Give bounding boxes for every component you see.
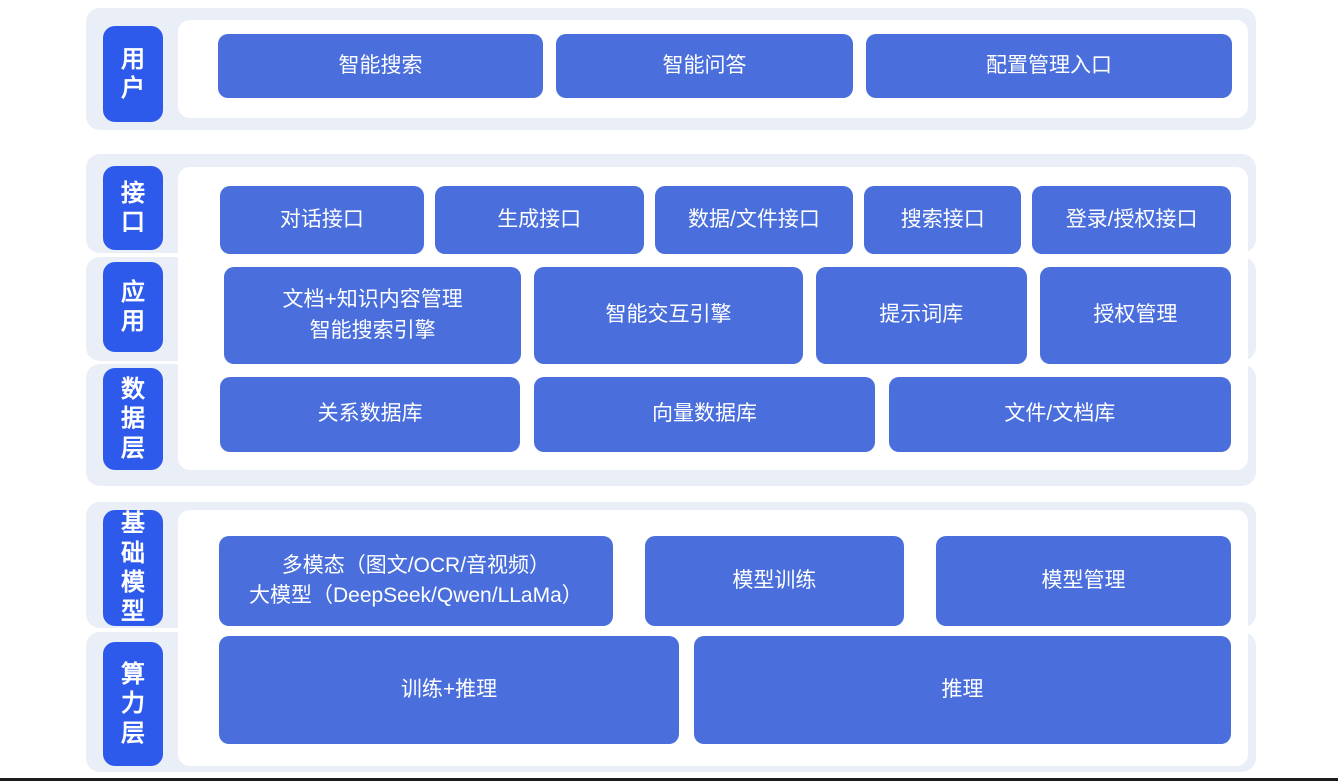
node-smart-search: 智能搜索 bbox=[218, 34, 543, 98]
node-prompt-library: 提示词库 bbox=[815, 267, 1027, 364]
layer-tab-user-label: 用户 bbox=[121, 45, 145, 102]
row-foundation-model-layer: 多模态（图文/OCR/音视频） 大模型（DeepSeek/Qwen/LLaMa）… bbox=[219, 536, 1231, 626]
node-config-management-entry: 配置管理入口 bbox=[866, 34, 1232, 98]
node-doc-knowledge-search-engine: 文档+知识内容管理 智能搜索引擎 bbox=[224, 267, 522, 364]
node-auth-management: 授权管理 bbox=[1039, 267, 1232, 364]
node-multimodal-llm-line1: 多模态（图文/OCR/音视频） bbox=[281, 553, 551, 577]
row-compute-layer: 训练+推理 推理 bbox=[219, 636, 1231, 744]
layer-tab-application: 应用 bbox=[103, 262, 163, 352]
bottom-divider-line bbox=[0, 778, 1338, 781]
node-data-file-api: 数据/文件接口 bbox=[654, 186, 854, 254]
node-model-management: 模型管理 bbox=[935, 536, 1231, 626]
node-search-api: 搜索接口 bbox=[864, 186, 1022, 254]
layer-tab-application-label: 应用 bbox=[121, 278, 145, 335]
layer-tab-compute: 算力层 bbox=[103, 642, 163, 766]
node-multimodal-llm: 多模态（图文/OCR/音视频） 大模型（DeepSeek/Qwen/LLaMa） bbox=[219, 536, 613, 626]
layer-tab-data: 数据层 bbox=[103, 368, 163, 470]
node-inference: 推理 bbox=[694, 636, 1231, 744]
node-generation-api: 生成接口 bbox=[434, 186, 644, 254]
layer-tab-interface: 接口 bbox=[103, 166, 163, 250]
layer-tab-data-label: 数据层 bbox=[121, 376, 145, 462]
node-login-auth-api: 登录/授权接口 bbox=[1032, 186, 1232, 254]
row-data-layer: 关系数据库 向量数据库 文件/文档库 bbox=[220, 377, 1231, 452]
row-application-layer: 文档+知识内容管理 智能搜索引擎 智能交互引擎 提示词库 授权管理 bbox=[224, 267, 1232, 364]
layer-tab-foundation-model: 基础模型 bbox=[103, 510, 163, 626]
node-multimodal-llm-line2: 大模型（DeepSeek/Qwen/LLaMa） bbox=[248, 584, 583, 607]
node-doc-knowledge-line2: 智能搜索引擎 bbox=[309, 318, 436, 342]
layer-tab-interface-label: 接口 bbox=[121, 179, 145, 236]
layer-tab-foundation-model-label: 基础模型 bbox=[121, 510, 145, 626]
node-model-training: 模型训练 bbox=[644, 536, 904, 626]
node-interaction-engine: 智能交互引擎 bbox=[534, 267, 803, 364]
node-vector-database: 向量数据库 bbox=[534, 377, 875, 452]
row-user-layer: 智能搜索 智能问答 配置管理入口 bbox=[218, 34, 1232, 98]
node-smart-qa: 智能问答 bbox=[556, 34, 853, 98]
node-doc-knowledge-line1: 文档+知识内容管理 bbox=[282, 288, 463, 312]
node-relational-database: 关系数据库 bbox=[220, 377, 521, 452]
node-dialog-api: 对话接口 bbox=[220, 186, 424, 254]
layer-tab-compute-label: 算力层 bbox=[121, 661, 145, 747]
layer-tab-user: 用户 bbox=[103, 26, 163, 122]
node-training-plus-inference: 训练+推理 bbox=[219, 636, 679, 744]
row-interface-layer: 对话接口 生成接口 数据/文件接口 搜索接口 登录/授权接口 bbox=[220, 186, 1232, 254]
node-file-document-store: 文件/文档库 bbox=[888, 377, 1231, 452]
